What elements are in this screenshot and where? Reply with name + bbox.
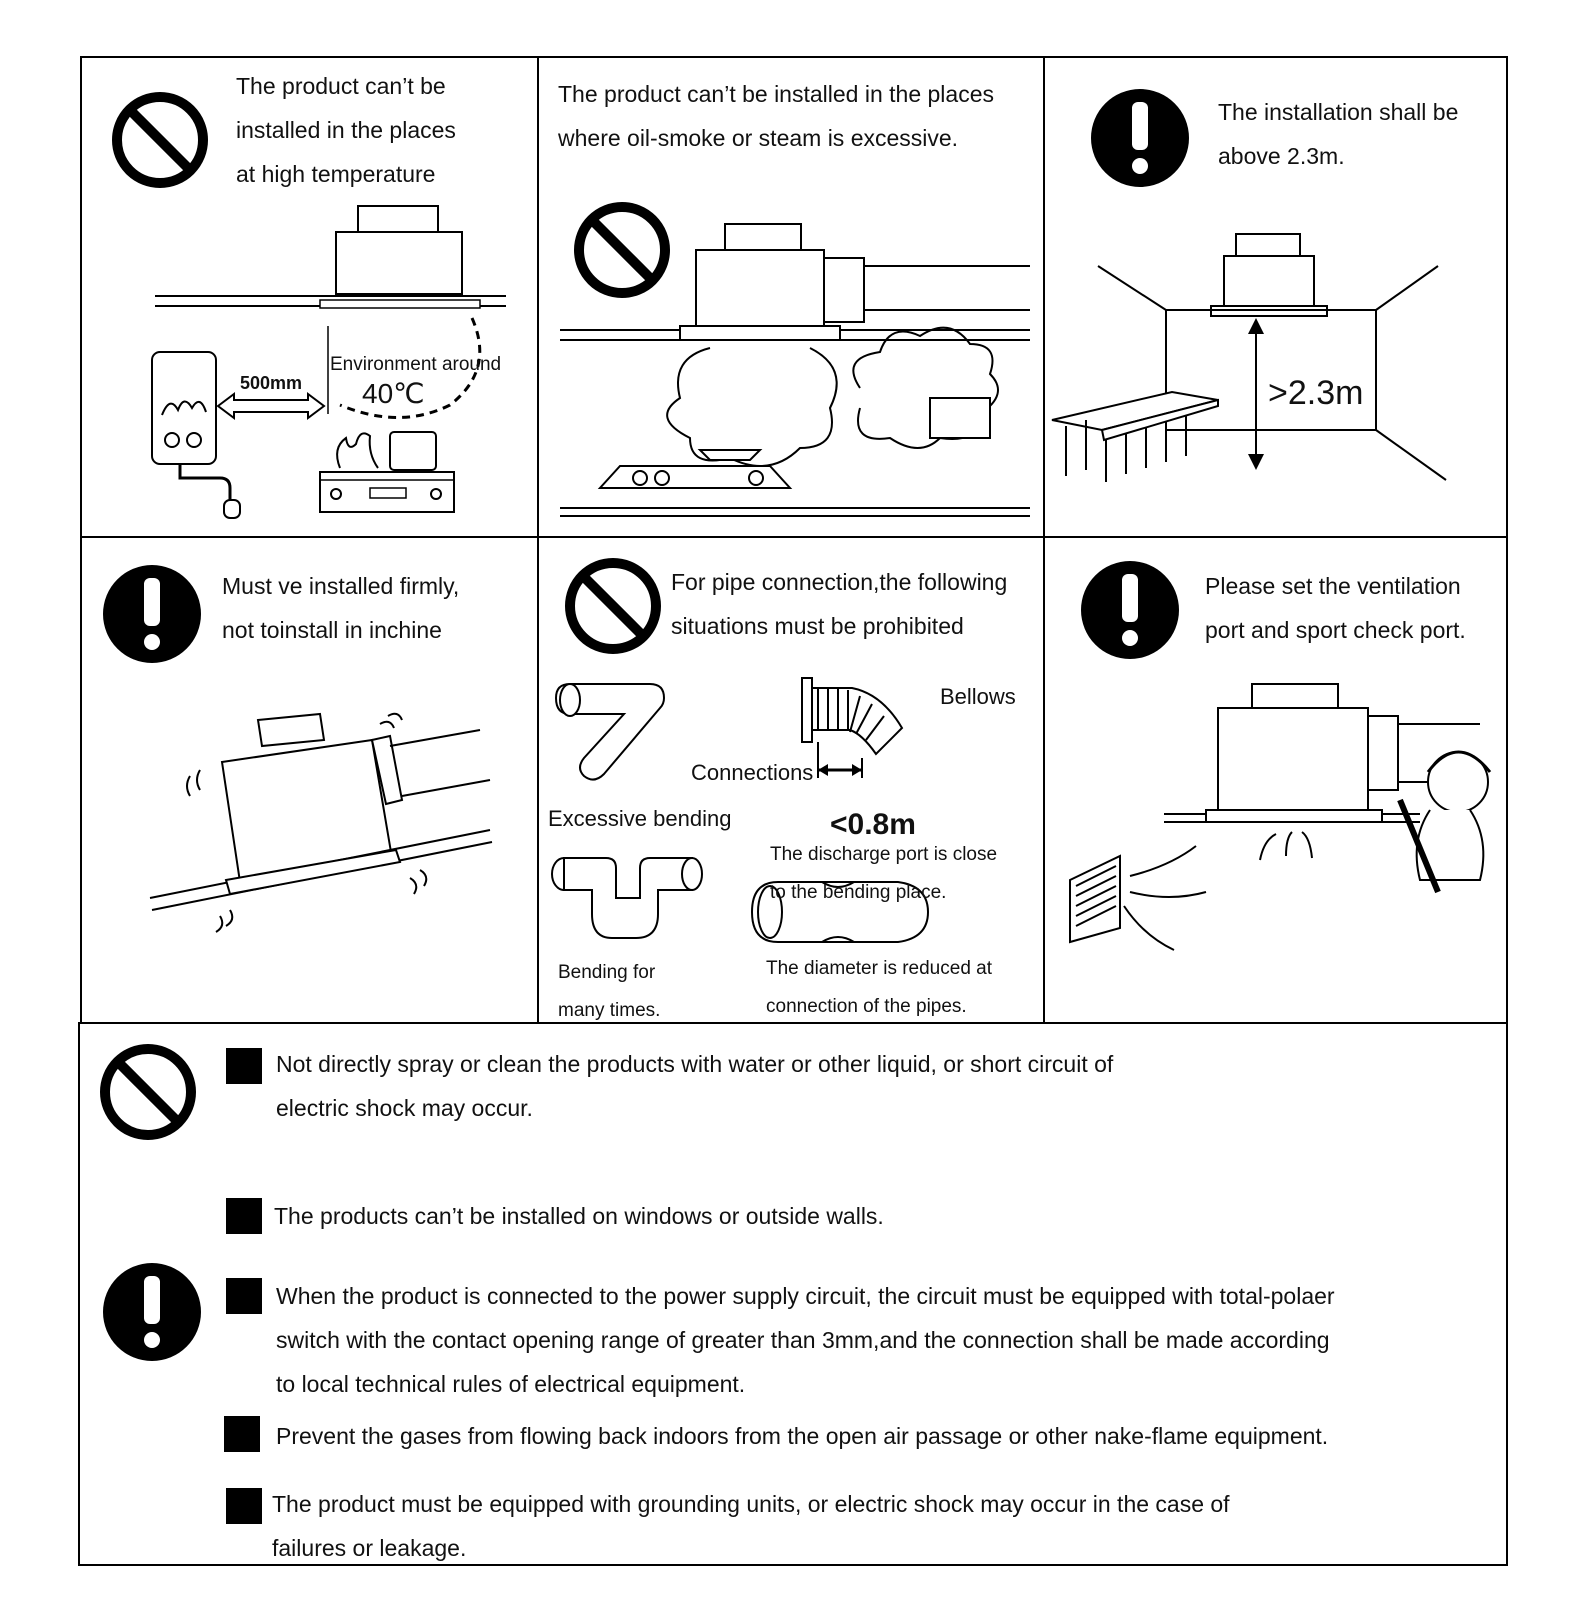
panel5-text: For pipe connection,the following situat… (671, 569, 1008, 639)
panel4-illustration (149, 712, 493, 933)
panel5-discharge-label: The discharge port is close to the bendi… (770, 844, 998, 903)
panel3-illustration (1051, 233, 1447, 482)
prohibited-icon (98, 1042, 198, 1147)
panel1-distance-label: 500mm (240, 373, 303, 393)
note-bullet (226, 1488, 262, 1524)
grid-divider-h1 (80, 536, 1508, 538)
note-gas-backflow: Prevent the gases from flowing back indo… (276, 1423, 1329, 1449)
panel1-text: The product can’t be installed in the pl… (236, 73, 456, 187)
panel5-distance-label: <0.8m (830, 808, 916, 841)
note-bullet (226, 1048, 262, 1084)
warning-icon (102, 564, 202, 669)
panel5-illustration (551, 677, 930, 943)
panel4-text: Must ve installed firmly, not toinstall … (222, 573, 460, 643)
warning-icon (1080, 560, 1180, 665)
panel5-bending-label: Excessive bending (548, 806, 732, 831)
panel5-connections-label: Connections (691, 760, 814, 785)
panel5-bellows-label: Bellows (940, 684, 1016, 709)
note-bullet (226, 1198, 262, 1234)
panel5-diameter-label: The diameter is reduced at connection of… (766, 958, 993, 1017)
panel3-text: The installation shall be above 2.3m. (1218, 99, 1459, 169)
panel6-illustration (1069, 683, 1492, 951)
prohibited-icon (572, 200, 672, 305)
panel1-illustration (151, 205, 506, 519)
grid-divider-v2 (1043, 56, 1045, 1024)
note-windows-walls: The products can’t be installed on windo… (274, 1203, 884, 1229)
prohibited-icon (110, 90, 210, 195)
panel1-temperature-label: 40℃ (362, 378, 425, 409)
panel3-height-label: >2.3m (1268, 374, 1364, 412)
panel1-environment-label: Environment around (330, 354, 502, 375)
note-water-spray: Not directly spray or clean the products… (276, 1051, 1114, 1121)
note-power-supply: When the product is connected to the pow… (276, 1283, 1335, 1397)
panel6-text: Please set the ventilation port and spor… (1205, 573, 1466, 643)
note-grounding: The product must be equipped with ground… (272, 1491, 1230, 1561)
note-bullet (226, 1278, 262, 1314)
warning-icon (102, 1262, 202, 1367)
panel2-text: The product can’t be installed in the pl… (558, 81, 994, 151)
panel2-illustration (560, 223, 1030, 517)
notes-frame (78, 1022, 1508, 1566)
grid-divider-v1 (537, 56, 539, 1024)
note-bullet (224, 1416, 260, 1452)
panel5-bending-times-label: Bending for many times. (558, 962, 661, 1021)
prohibited-icon (563, 556, 663, 661)
warning-icon (1090, 88, 1190, 193)
